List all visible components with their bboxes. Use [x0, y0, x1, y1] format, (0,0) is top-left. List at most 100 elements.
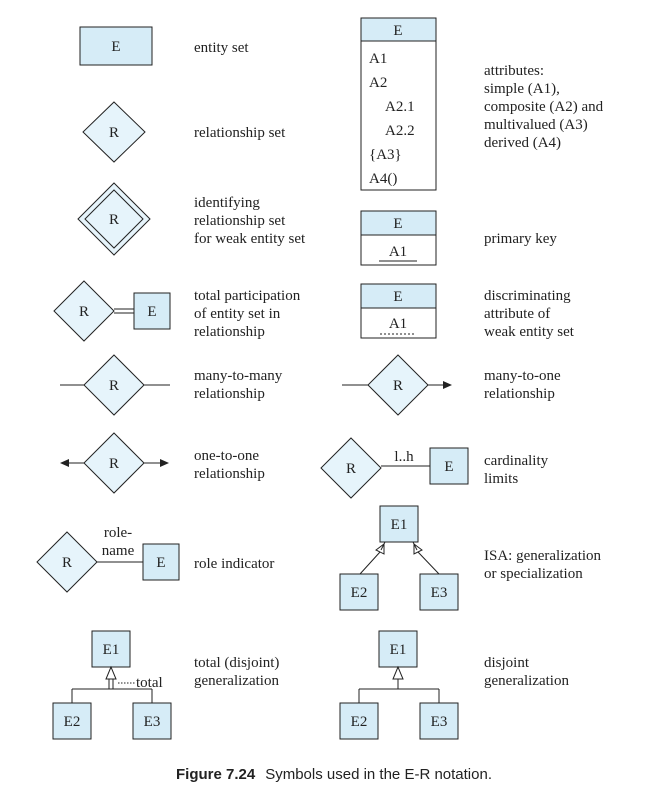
identifying-relationship-label: identifying relationship set for weak en… [194, 195, 306, 247]
svg-text:relationship: relationship [484, 386, 555, 402]
svg-text:relationship set: relationship set [194, 125, 286, 141]
svg-text:ISA: generalization: ISA: generalization [484, 548, 602, 564]
svg-text:E: E [111, 39, 120, 55]
one-to-one-symbol: R [60, 432, 169, 494]
svg-text:A2.1: A2.1 [385, 99, 415, 115]
svg-text:E: E [156, 555, 165, 571]
svg-text:identifying: identifying [194, 195, 260, 211]
total-participation-label: total participation of entity set in rel… [194, 288, 301, 340]
svg-text:of entity set in: of entity set in [194, 306, 281, 322]
svg-text:multivalued (A3): multivalued (A3) [484, 117, 588, 133]
svg-text:or specialization: or specialization [484, 566, 583, 582]
svg-text:A1: A1 [389, 316, 407, 332]
svg-text:A4(): A4() [369, 171, 397, 187]
primary-key-symbol: E A1 [360, 210, 437, 266]
svg-text:E1: E1 [103, 642, 120, 658]
discriminating-attribute-label: discriminating attribute of weak entity … [484, 288, 575, 340]
svg-text:entity set: entity set [194, 40, 249, 56]
svg-text:generalization: generalization [194, 673, 279, 689]
svg-text:A1: A1 [369, 51, 387, 67]
svg-text:role-: role- [104, 525, 132, 541]
role-indicator-label: role indicator [194, 556, 274, 572]
svg-text:for weak entity set: for weak entity set [194, 231, 306, 247]
svg-text:primary key: primary key [484, 231, 557, 247]
svg-text:E1: E1 [391, 517, 408, 533]
svg-text:R: R [109, 125, 119, 141]
svg-text:limits: limits [484, 471, 518, 487]
svg-text:E: E [393, 289, 402, 305]
svg-text:relationship: relationship [194, 466, 265, 482]
isa-symbol: E1 E2 E3 [339, 505, 459, 611]
entity-set-label: entity set [194, 40, 249, 56]
svg-text:E3: E3 [144, 714, 161, 730]
svg-text:E3: E3 [431, 714, 448, 730]
discriminating-attribute-symbol: E A1 [360, 283, 437, 339]
svg-text:E: E [393, 23, 402, 39]
svg-text:simple (A1),: simple (A1), [484, 81, 560, 97]
svg-text:R: R [109, 456, 119, 472]
svg-text:weak entity set: weak entity set [484, 324, 575, 340]
svg-text:E: E [393, 216, 402, 232]
svg-text:relationship: relationship [194, 324, 265, 340]
svg-text:total (disjoint): total (disjoint) [194, 655, 279, 671]
svg-text:composite (A2) and: composite (A2) and [484, 99, 604, 115]
primary-key-label: primary key [484, 231, 557, 247]
attributes-symbol: E A1 A2 A2.1 A2.2 {A3} A4() [360, 17, 437, 191]
svg-text:many-to-many: many-to-many [194, 368, 283, 384]
svg-text:R: R [346, 461, 356, 477]
many-to-many-label: many-to-many relationship [194, 368, 283, 402]
attributes-label: attributes: simple (A1), composite (A2) … [484, 63, 604, 151]
svg-text:E2: E2 [64, 714, 81, 730]
role-indicator-symbol: R E role- name [36, 525, 180, 593]
svg-text:E: E [444, 459, 453, 475]
svg-text:E3: E3 [431, 585, 448, 601]
svg-text:cardinality: cardinality [484, 453, 549, 469]
svg-text:attributes:: attributes: [484, 63, 544, 79]
relationship-set-label: relationship set [194, 125, 286, 141]
svg-text:relationship set: relationship set [194, 213, 286, 229]
many-to-one-label: many-to-one relationship [484, 368, 561, 402]
svg-text:one-to-one: one-to-one [194, 448, 259, 464]
svg-text:attribute of: attribute of [484, 306, 550, 322]
entity-set-symbol: E [79, 26, 153, 66]
total-disjoint-generalization-symbol: E1 total E2 E3 [52, 630, 172, 740]
svg-text:R: R [109, 378, 119, 394]
figure-number: Figure 7.24 [176, 766, 256, 783]
svg-text:many-to-one: many-to-one [484, 368, 561, 384]
cardinality-limits-label: cardinality limits [484, 453, 549, 487]
one-to-one-label: one-to-one relationship [194, 448, 265, 482]
svg-text:total: total [136, 675, 163, 691]
isa-label: ISA: generalization or specialization [484, 548, 602, 582]
svg-text:discriminating: discriminating [484, 288, 571, 304]
svg-text:R: R [109, 212, 119, 228]
svg-text:relationship: relationship [194, 386, 265, 402]
total-disjoint-generalization-label: total (disjoint) generalization [194, 655, 279, 689]
svg-text:A1: A1 [389, 244, 407, 260]
svg-text:generalization: generalization [484, 673, 569, 689]
svg-text:total participation: total participation [194, 288, 301, 304]
svg-text:disjoint: disjoint [484, 655, 530, 671]
svg-text:A2: A2 [369, 75, 387, 91]
cardinality-limits-symbol: R l..h E [320, 437, 469, 499]
disjoint-generalization-symbol: E1 E2 E3 [339, 630, 459, 740]
svg-text:E2: E2 [351, 714, 368, 730]
total-participation-symbol: R E [53, 280, 171, 342]
many-to-many-symbol: R [60, 354, 170, 416]
svg-text:name: name [102, 543, 135, 559]
figure-caption: Figure 7.24 Symbols used in the E-R notat… [0, 766, 668, 783]
figure-caption-text: Symbols used in the E-R notation. [265, 766, 492, 783]
svg-text:E: E [147, 304, 156, 320]
svg-text:derived (A4): derived (A4) [484, 135, 561, 151]
svg-text:R: R [393, 378, 403, 394]
many-to-one-symbol: R [342, 354, 452, 416]
svg-text:A2.2: A2.2 [385, 123, 415, 139]
svg-text:{A3}: {A3} [369, 147, 402, 163]
svg-text:l..h: l..h [394, 449, 414, 465]
relationship-set-symbol: R [82, 101, 146, 163]
svg-text:R: R [79, 304, 89, 320]
svg-text:E2: E2 [351, 585, 368, 601]
identifying-relationship-symbol: R [77, 182, 151, 256]
disjoint-generalization-label: disjoint generalization [484, 655, 569, 689]
svg-text:R: R [62, 555, 72, 571]
